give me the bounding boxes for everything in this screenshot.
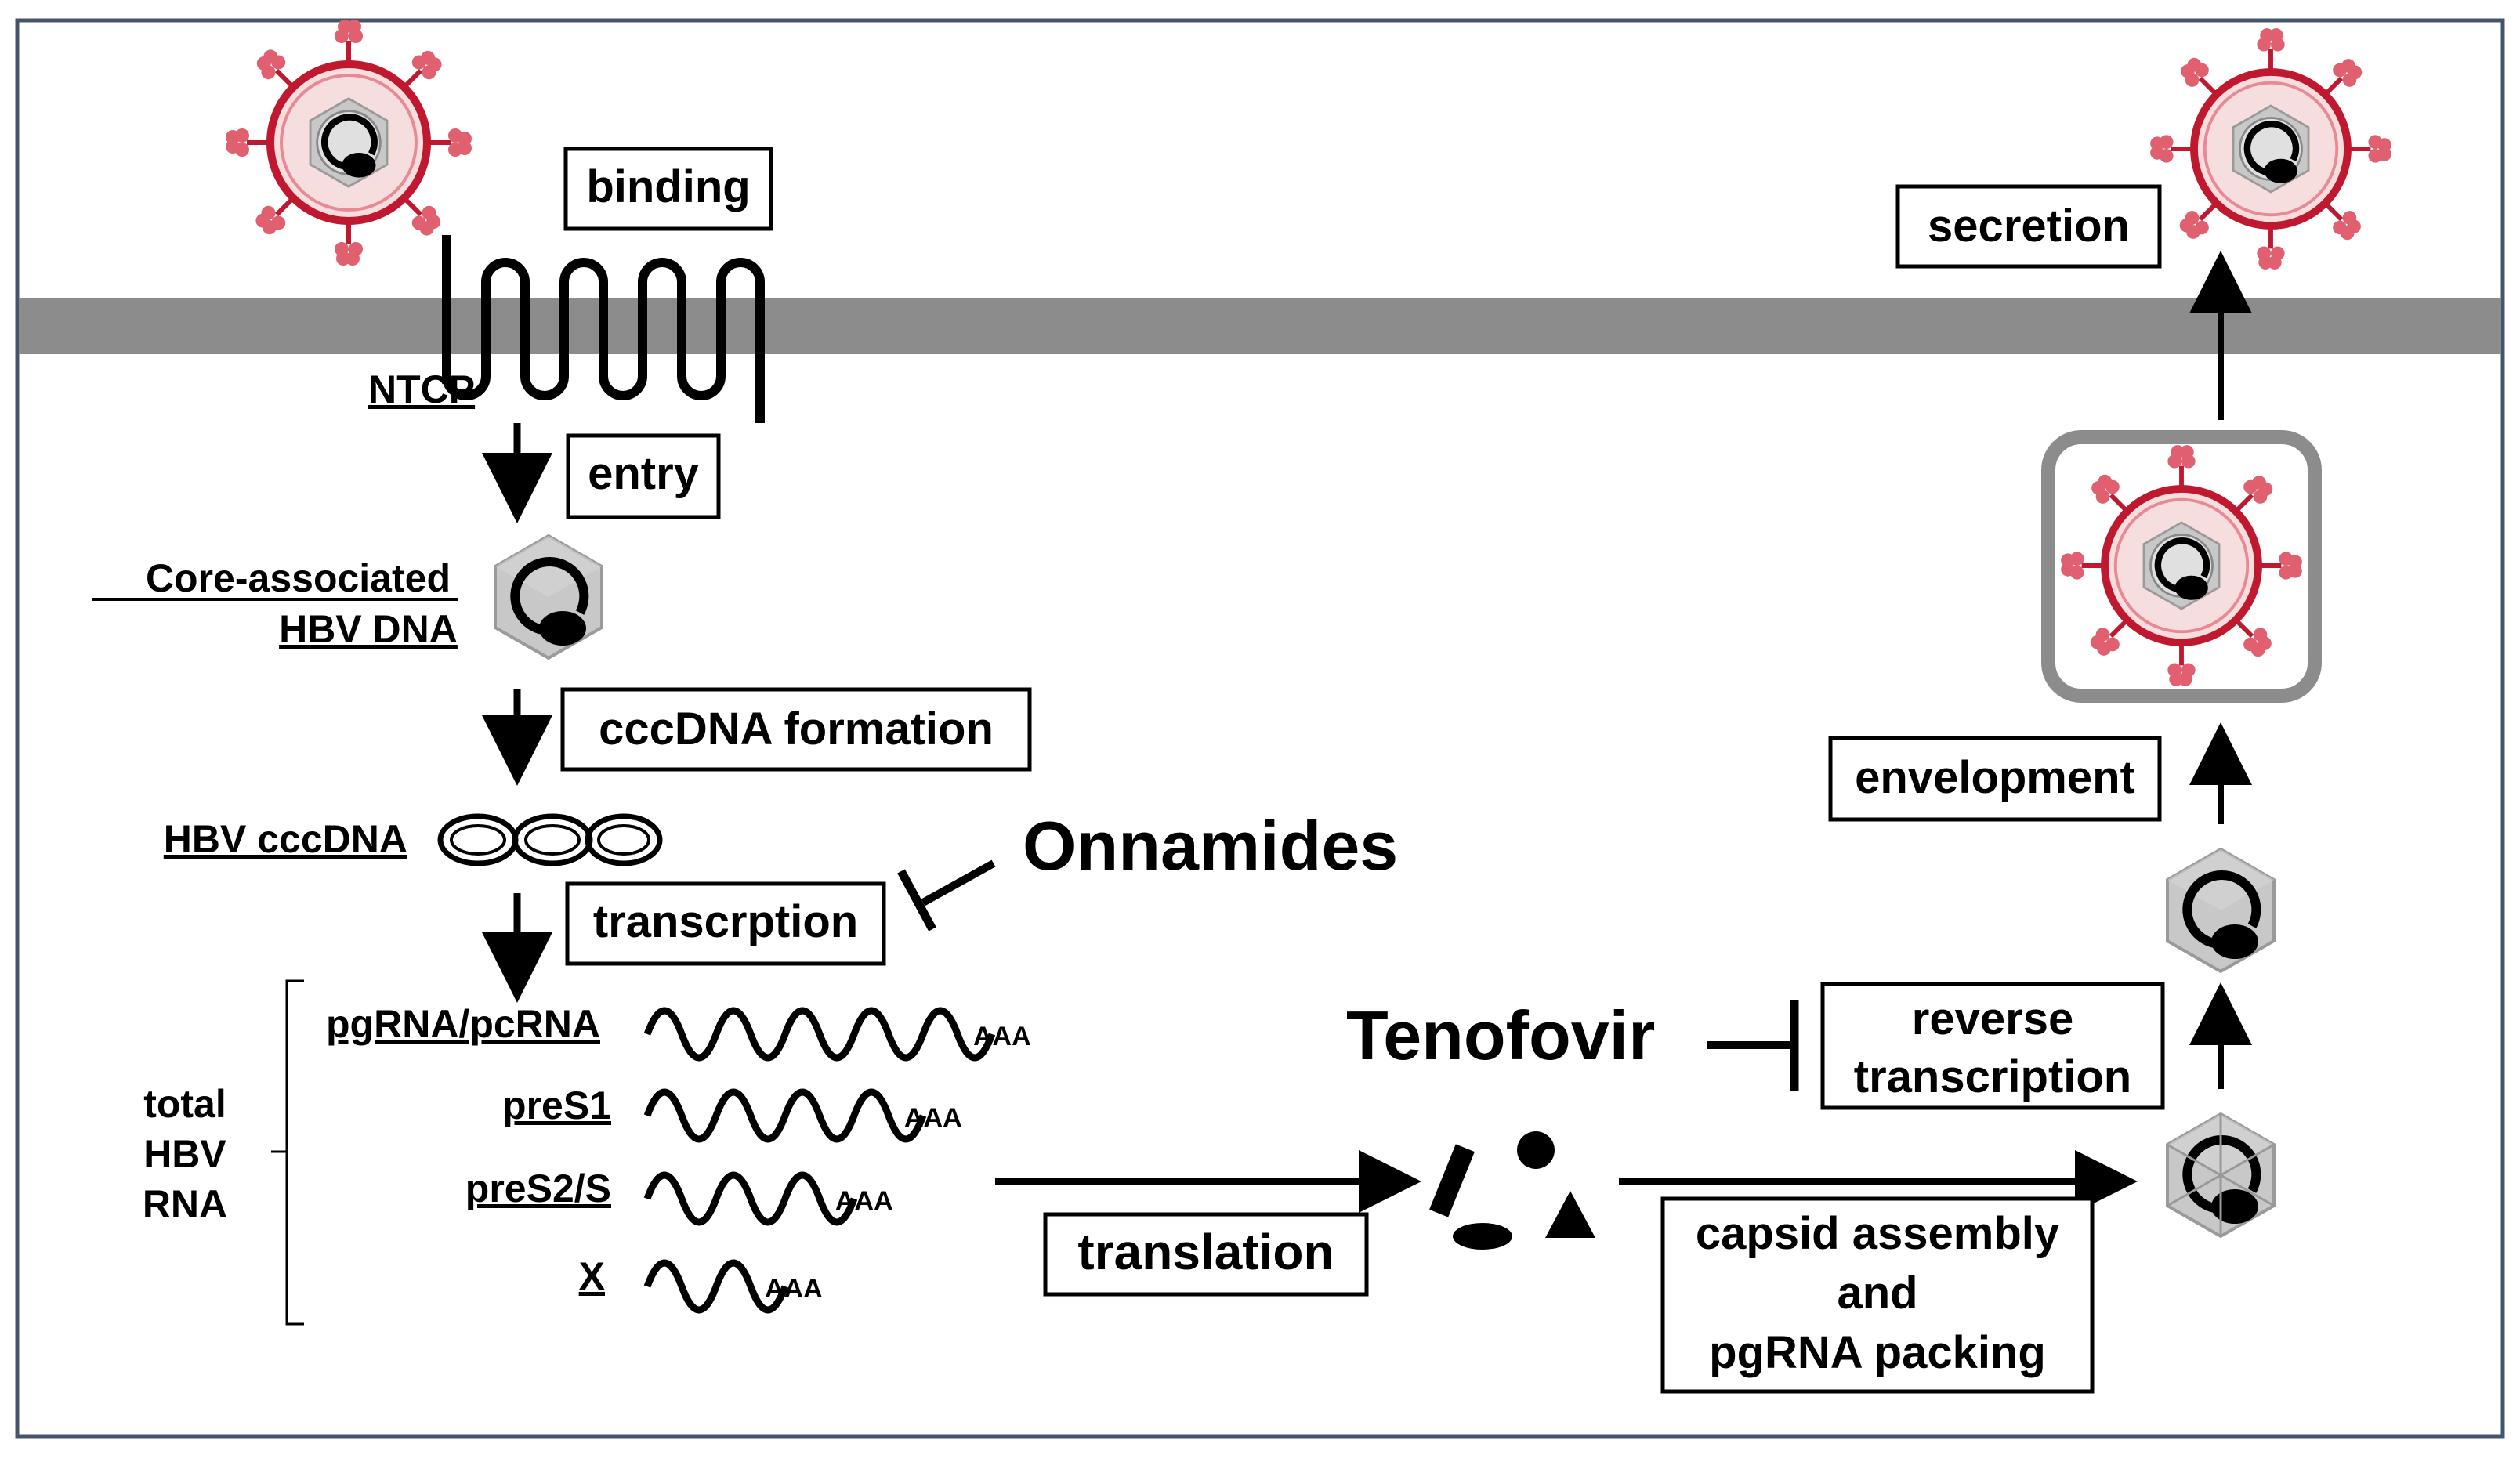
pgrna-capsid-icon — [2167, 1114, 2274, 1236]
core-particle-icon — [495, 536, 602, 658]
rna-pg-wave — [643, 1007, 996, 1062]
rna-x-polya: AAA — [765, 1274, 823, 1304]
core-dna-label-line2: HBV DNA — [279, 607, 458, 651]
cccdna-formation-label: cccDNA formation — [599, 704, 994, 754]
cell-membrane — [19, 298, 2501, 354]
translation-box — [1043, 1212, 1369, 1297]
rna-pres1-polya: AAA — [904, 1103, 962, 1133]
capsid-label-line2: and — [1837, 1268, 1917, 1319]
entry-box — [566, 433, 721, 519]
rna-bracket — [271, 979, 304, 1326]
ntcp-receptor-icon — [442, 235, 765, 423]
reverse-transcription-box — [1820, 982, 2165, 1110]
onnamides-inhibition-line — [921, 859, 996, 906]
total-rna-label-line1: total — [143, 1082, 226, 1126]
incoming-virion-icon — [226, 20, 472, 266]
cccdna-formation-box — [560, 687, 1032, 772]
rna-pres2-label: preS2/S — [465, 1167, 611, 1210]
rna-x-label: X — [579, 1254, 605, 1298]
outer-frame — [15, 18, 2505, 1439]
secreted-virion-icon — [2150, 28, 2391, 270]
capsid-label-line1: capsid assembly — [1696, 1208, 2059, 1259]
enveloped-virion-icon — [2061, 445, 2302, 686]
cccdna-circles-icon — [437, 813, 663, 866]
transcription-label: transcrption — [593, 896, 858, 947]
rna-pg-label: pgRNA/pcRNA — [326, 1002, 600, 1046]
secretion-box — [1895, 184, 2162, 269]
binding-box — [563, 147, 773, 231]
core-dna-label-line1: Core-associated — [146, 556, 451, 600]
envelopment-label: envelopment — [1855, 752, 2135, 803]
rna-pres2-polya: AAA — [835, 1186, 893, 1216]
rna-pg-polya: AAA — [973, 1022, 1031, 1051]
reverse-transcription-label-line2: transcription — [1854, 1051, 2132, 1102]
rna-pres2-wave — [643, 1171, 858, 1226]
onnamides-label: Onnamides — [1023, 807, 1398, 885]
binding-label: binding — [586, 161, 750, 212]
total-rna-label-line3: RNA — [143, 1182, 227, 1226]
rna-x-wave — [643, 1259, 789, 1314]
capsid-label-line3: pgRNA packing — [1709, 1327, 2046, 1378]
tenofovir-label: Tenofovir — [1346, 997, 1655, 1074]
translation-label: translation — [1077, 1224, 1334, 1280]
entry-label: entry — [588, 448, 699, 499]
ntcp-label: NTCP — [368, 367, 475, 411]
capsid-assembly-box — [1660, 1196, 2095, 1394]
transcription-box — [565, 881, 886, 966]
envelopment-box — [1828, 736, 2162, 822]
reverse-transcription-label-line1: reverse — [1912, 993, 2073, 1044]
secretion-label: secretion — [1928, 201, 2130, 251]
dna-capsid-icon — [2167, 849, 2274, 971]
hbv-cccdna-label: HBV cccDNA — [164, 817, 407, 861]
total-rna-label-line2: HBV — [143, 1132, 226, 1176]
onnamides-inhibition-bar — [897, 869, 936, 932]
viral-proteins-icon — [1429, 1131, 1595, 1250]
rna-pres1-wave — [643, 1088, 927, 1143]
rna-pres1-label: preS1 — [502, 1084, 611, 1127]
